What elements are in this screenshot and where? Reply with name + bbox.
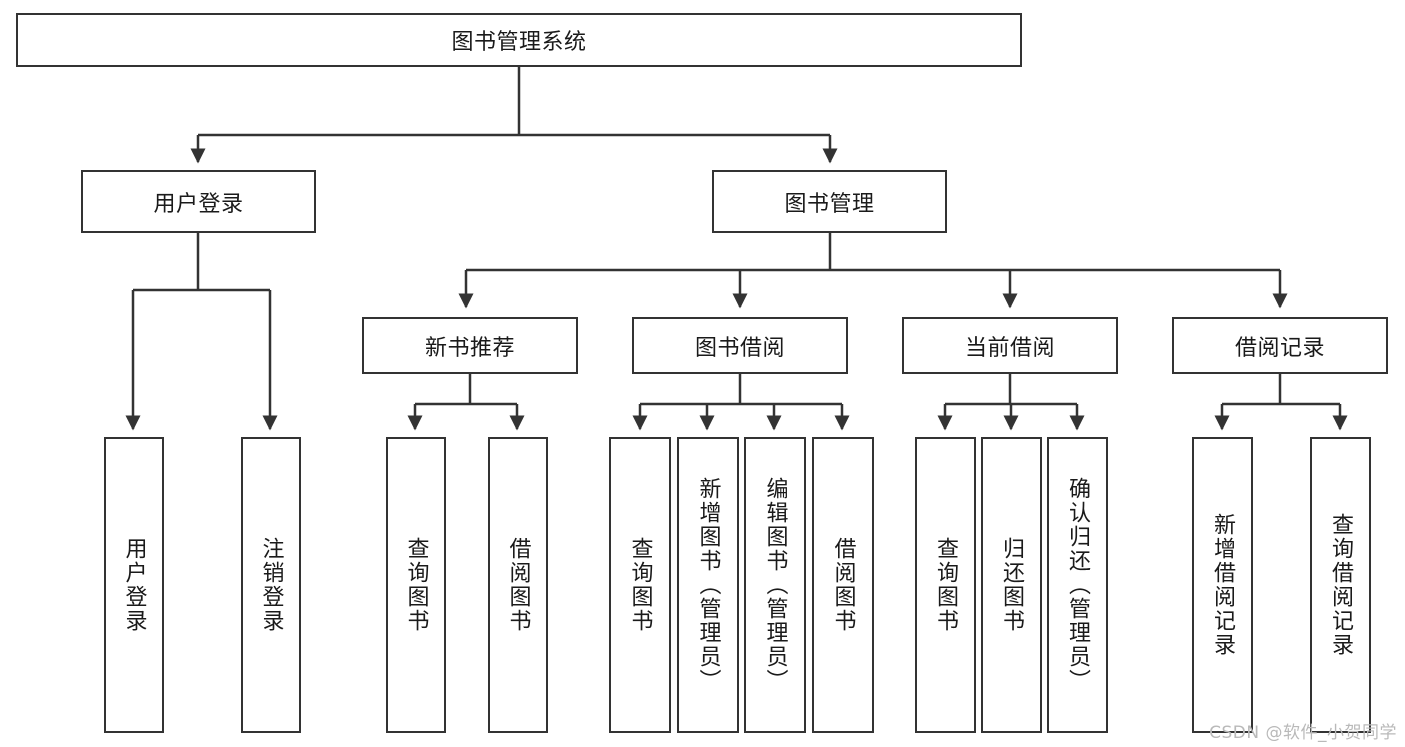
node-book-borrow-label: 图书借阅 <box>694 335 785 361</box>
leaf-return-book[interactable]: 归还图书 <box>981 437 1042 733</box>
node-current-borrow-label: 当前借阅 <box>964 335 1055 361</box>
leaf-query-record[interactable]: 查询借阅记录 <box>1310 437 1371 733</box>
node-current-borrow[interactable]: 当前借阅 <box>902 317 1118 374</box>
leaf-logout-label: 注销登录 <box>258 537 284 633</box>
leaf-logout[interactable]: 注销登录 <box>241 437 301 733</box>
node-user-login[interactable]: 用户登录 <box>81 170 316 233</box>
node-root-label: 图书管理系统 <box>451 30 587 55</box>
node-root[interactable]: 图书管理系统 <box>16 13 1022 67</box>
leaf-user-login-label: 用户登录 <box>121 537 147 633</box>
leaf-return-book-label: 归还图书 <box>999 537 1025 633</box>
csdn-watermark: CSDN @软件_小贺同学 <box>1209 723 1397 743</box>
node-borrow-record-label: 借阅记录 <box>1234 335 1325 361</box>
leaf-query-book-1[interactable]: 查询图书 <box>386 437 446 733</box>
leaf-query-record-label: 查询借阅记录 <box>1328 513 1354 657</box>
leaf-borrow-book-2[interactable]: 借阅图书 <box>812 437 874 733</box>
leaf-query-book-2[interactable]: 查询图书 <box>609 437 671 733</box>
leaf-confirm-return[interactable]: 确认归还（管理员） <box>1047 437 1108 733</box>
leaf-add-book[interactable]: 新增图书（管理员） <box>677 437 739 733</box>
leaf-borrow-book-1[interactable]: 借阅图书 <box>488 437 548 733</box>
leaf-add-record-label: 新增借阅记录 <box>1210 513 1236 657</box>
node-book-borrow[interactable]: 图书借阅 <box>632 317 848 374</box>
leaf-borrow-book-1-label: 借阅图书 <box>505 537 531 633</box>
leaf-query-book-3[interactable]: 查询图书 <box>915 437 976 733</box>
leaf-borrow-book-2-label: 借阅图书 <box>830 537 856 633</box>
leaf-edit-book-label: 编辑图书（管理员） <box>762 477 788 693</box>
node-new-book-rec[interactable]: 新书推荐 <box>362 317 578 374</box>
leaf-query-book-1-label: 查询图书 <box>403 537 429 633</box>
leaf-add-book-label: 新增图书（管理员） <box>695 477 721 693</box>
node-new-book-rec-label: 新书推荐 <box>424 335 515 361</box>
leaf-user-login[interactable]: 用户登录 <box>104 437 164 733</box>
leaf-edit-book[interactable]: 编辑图书（管理员） <box>744 437 806 733</box>
node-user-login-label: 用户登录 <box>153 191 244 217</box>
leaf-confirm-return-label: 确认归还（管理员） <box>1065 477 1091 693</box>
node-borrow-record[interactable]: 借阅记录 <box>1172 317 1388 374</box>
node-book-manage[interactable]: 图书管理 <box>712 170 947 233</box>
node-book-manage-label: 图书管理 <box>784 191 875 217</box>
leaf-query-book-3-label: 查询图书 <box>933 537 959 633</box>
leaf-add-record[interactable]: 新增借阅记录 <box>1192 437 1253 733</box>
leaf-query-book-2-label: 查询图书 <box>627 537 653 633</box>
